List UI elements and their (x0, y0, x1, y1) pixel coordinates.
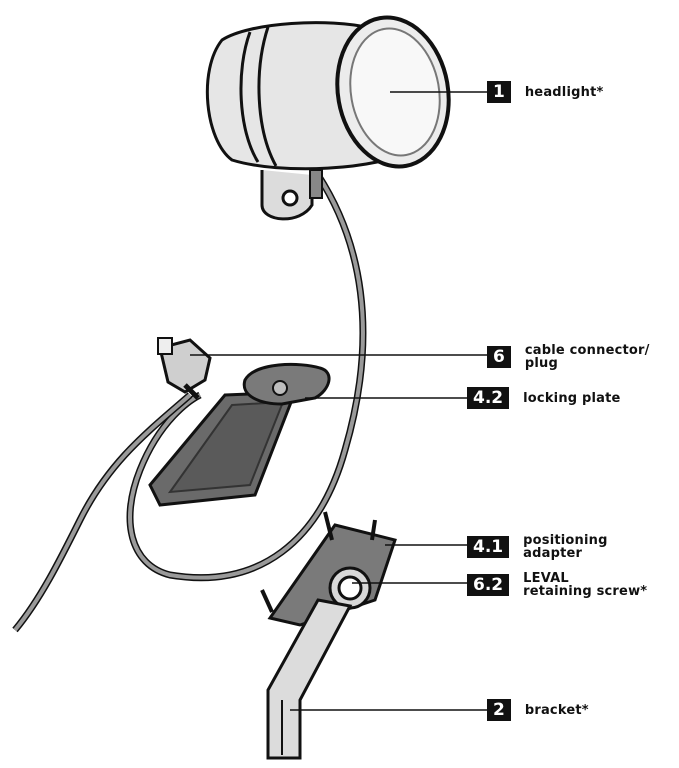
label-line: locking plate (523, 390, 621, 406)
callout-cable-connector: 6 cable connector/ plug (487, 344, 650, 370)
callout-bracket: 2 bracket* (487, 699, 589, 721)
locking-plate-part (148, 362, 331, 507)
callout-label: headlight* (525, 86, 604, 99)
callout-number: 6 (487, 346, 511, 368)
callout-locking-plate: 4.2 locking plate (467, 387, 621, 409)
callout-number: 4.1 (467, 536, 510, 558)
callout-label: cable connector/ plug (525, 344, 650, 370)
callout-label: positioning adapter (523, 534, 608, 560)
label-line: positioning (523, 533, 608, 548)
callout-label: LEVAL retaining screw* (523, 572, 647, 598)
label-line: headlight* (524, 84, 604, 100)
label-line: adapter (523, 546, 583, 561)
cable-connector-part (157, 337, 212, 400)
label-line: retaining screw* (523, 584, 648, 599)
callout-label: bracket* (525, 704, 589, 717)
label-line: LEVAL (523, 571, 569, 586)
label-line: plug (524, 356, 558, 371)
callout-number: 2 (487, 699, 511, 721)
headlight-part (205, 15, 451, 221)
callout-number: 4.2 (467, 387, 510, 409)
callout-headlight: 1 headlight* (487, 81, 603, 103)
label-line: bracket* (524, 702, 589, 718)
callout-number: 6.2 (467, 574, 510, 596)
callout-retaining-screw: 6.2 LEVAL retaining screw* (467, 572, 647, 598)
callout-positioning-adapter: 4.1 positioning adapter (467, 534, 608, 560)
label-line: cable connector/ (524, 343, 650, 358)
callout-label: locking plate (523, 392, 620, 405)
callout-number: 1 (487, 81, 511, 103)
bracket-part (266, 598, 353, 760)
